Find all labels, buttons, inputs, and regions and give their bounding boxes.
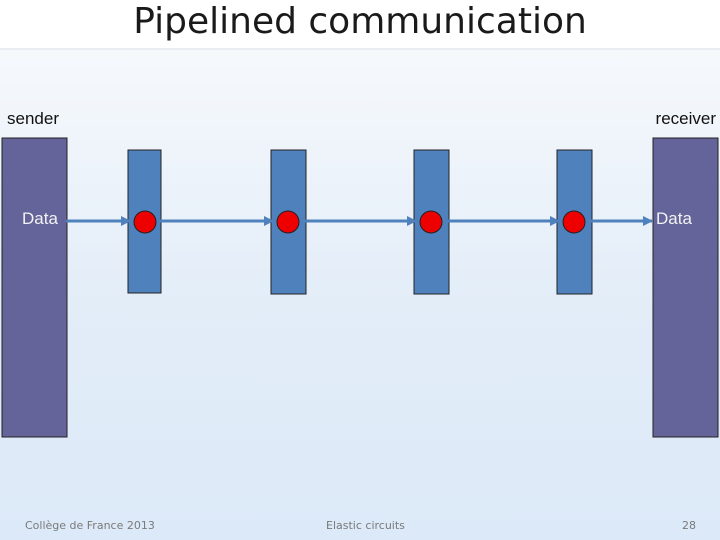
- sender-label: sender: [7, 109, 59, 128]
- sender-data-label: Data: [22, 209, 58, 228]
- token-1: [133, 210, 157, 234]
- token-3: [419, 210, 443, 234]
- receiver-data-label: Data: [656, 209, 692, 228]
- title-bar: [0, 0, 720, 50]
- slide-number: 28: [682, 519, 696, 532]
- footer-center: Elastic circuits: [326, 519, 405, 532]
- slide-title: Pipelined communication: [133, 1, 587, 42]
- token-2: [276, 210, 300, 234]
- sender-block: [1, 137, 68, 438]
- receiver-label: receiver: [655, 109, 716, 128]
- footer-left: Collège de France 2013: [25, 519, 155, 532]
- token-4: [562, 210, 586, 234]
- receiver-block: [652, 137, 719, 438]
